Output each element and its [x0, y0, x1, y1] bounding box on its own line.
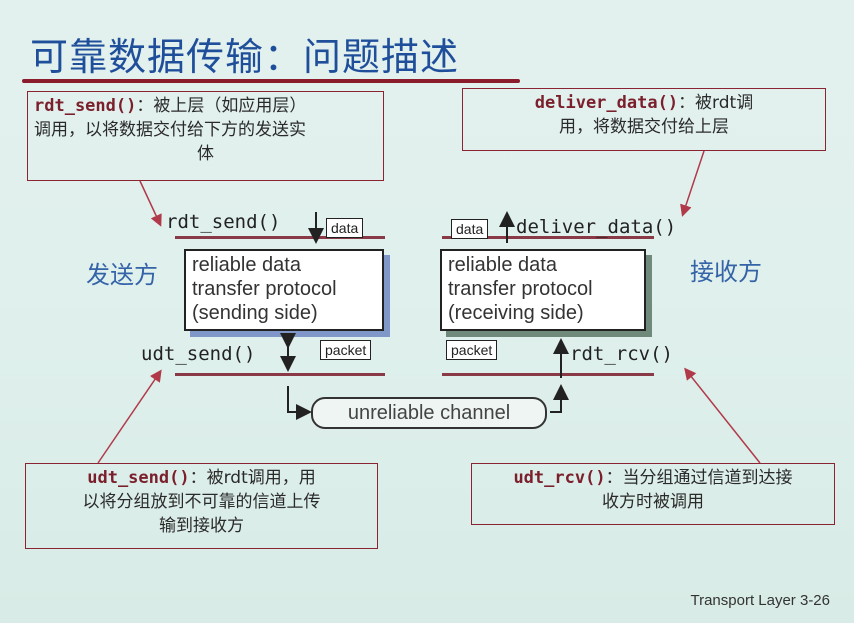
- sender-packet-tag: packet: [320, 340, 372, 360]
- title-underline: [22, 79, 520, 83]
- note-deliver-data-fn: deliver_data(): [534, 93, 679, 113]
- sender-top-line: [175, 236, 385, 239]
- sender-label: 发送方: [86, 261, 158, 289]
- note-rdt-send-fn: rdt_send(): [34, 96, 137, 116]
- note-deliver-data: deliver_data()：被rdt调 用，将数据交付给上层: [462, 88, 826, 151]
- note-rdt-send: rdt_send()：被上层（如应用层） 调用，以将数据交付给下方的发送实 体: [27, 91, 384, 181]
- deliver-data-label: deliver_data(): [516, 216, 677, 238]
- channel-right-connector: [550, 384, 569, 413]
- note-rdt-send-line1: rdt_send()：被上层（如应用层）: [34, 96, 307, 116]
- receiver-bottom-line: [442, 373, 654, 376]
- channel-left-connector: [287, 386, 312, 420]
- note-udt-send: udt_send()：被rdt调用，用 以将分组放到不可靠的信道上传 输到接收方: [25, 463, 378, 549]
- note-rdt-rcv-line2: 收方时被调用: [602, 492, 704, 512]
- rdt-send-label: rdt_send(): [166, 211, 281, 233]
- receiver-label: 接收方: [690, 258, 762, 286]
- note-udt-send-line2: 以将分组放到不可靠的信道上传: [82, 492, 321, 512]
- slide-footer: Transport Layer 3-26: [690, 592, 830, 609]
- receiver-packet-tag: packet: [446, 340, 498, 360]
- rdt-rcv-label: rdt_rcv(): [570, 343, 673, 365]
- note-udt-send-fn: udt_send(): [87, 468, 190, 488]
- note-udt-send-line3: 输到接收方: [159, 516, 244, 536]
- callout-udt-send: [97, 369, 162, 464]
- sender-box-line2: transfer protocol: [192, 278, 337, 300]
- note-rdt-rcv-line1: udt_rcv()：当分组通过信道到达接: [513, 468, 793, 488]
- note-rdt-send-line2: 调用，以将数据交付给下方的发送实: [34, 120, 306, 140]
- receiver-data-tag: data: [451, 219, 489, 239]
- receiver-protocol-box: reliable data transfer protocol (receivi…: [440, 249, 646, 331]
- callout-rdt-rcv: [684, 367, 761, 464]
- unreliable-channel: unreliable channel: [311, 397, 547, 429]
- note-udt-send-line1: udt_send()：被rdt调用，用: [87, 468, 316, 488]
- note-deliver-data-line1: deliver_data()：被rdt调: [534, 93, 754, 113]
- sender-box-line1: reliable data: [192, 254, 301, 276]
- callout-rdt-send: [139, 180, 162, 227]
- note-deliver-data-line2: 用，将数据交付给上层: [559, 117, 729, 137]
- receiver-box-line1: reliable data: [448, 254, 557, 276]
- sender-data-tag: data: [326, 218, 364, 238]
- sender-box-line3: (sending side): [192, 302, 318, 324]
- udt-send-label: udt_send(): [141, 343, 256, 365]
- note-rdt-send-line3: 体: [197, 144, 214, 164]
- receiver-box-line3: (receiving side): [448, 302, 584, 324]
- receiver-top-line: [442, 236, 654, 239]
- receiver-box-line2: transfer protocol: [448, 278, 593, 300]
- note-rdt-rcv-fn: udt_rcv(): [513, 468, 606, 488]
- callout-deliver-data: [680, 150, 705, 217]
- sender-protocol-box: reliable data transfer protocol (sending…: [184, 249, 384, 331]
- sender-bottom-line: [175, 373, 385, 376]
- slide-title: 可靠数据传输：问题描述: [30, 35, 460, 79]
- note-rdt-rcv: udt_rcv()：当分组通过信道到达接 收方时被调用: [471, 463, 835, 525]
